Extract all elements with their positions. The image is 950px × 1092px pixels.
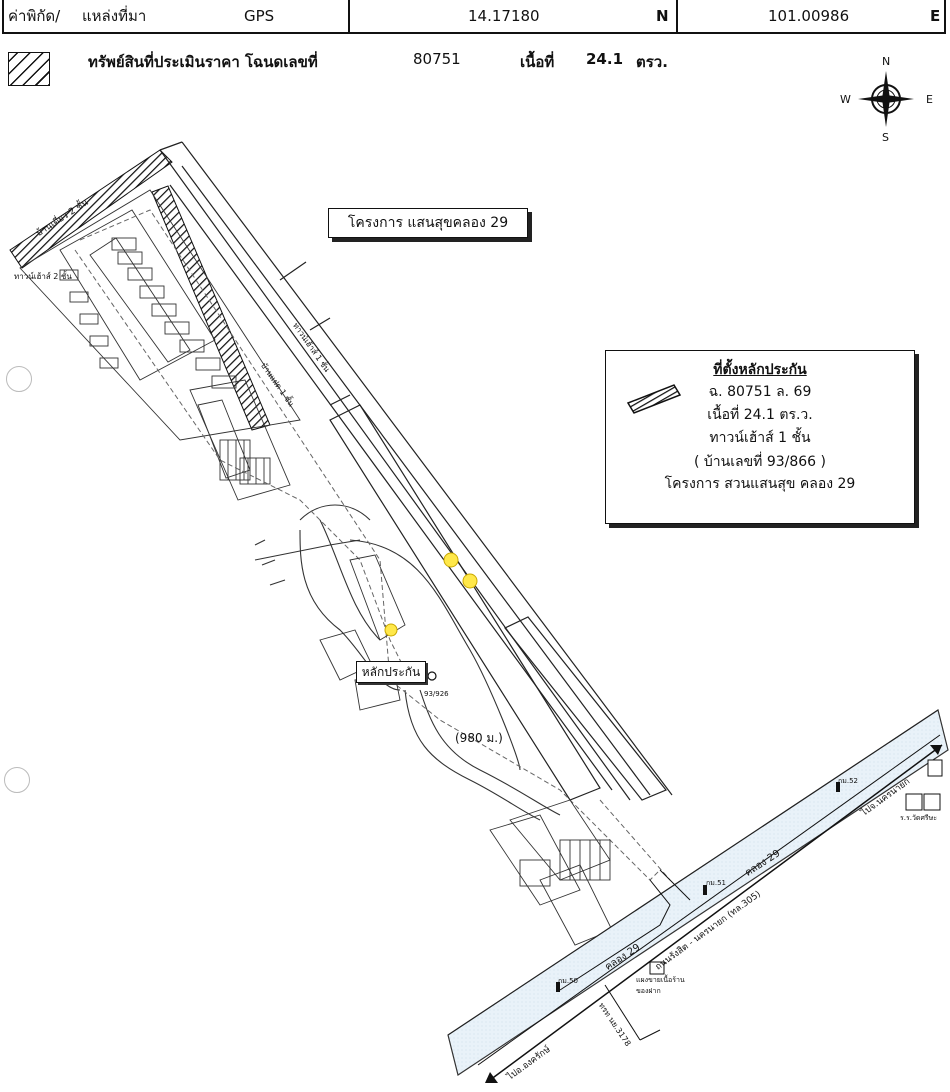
km-51-label: กม.51 (706, 879, 726, 887)
house-number-label: 93/926 (424, 690, 449, 698)
longitude-direction: E (930, 7, 941, 25)
area-value: 24.1 (586, 50, 624, 68)
shop-label: แผงขายเนื้อร้านของฝาก (636, 976, 685, 995)
punch-hole-mark (6, 366, 32, 392)
road-strips (159, 141, 673, 801)
area-label: เนื้อที่ (520, 53, 555, 71)
divider (348, 0, 350, 32)
compass-east: E (926, 93, 933, 106)
info-type: ทาวน์เฮ้าส์ 1 ชั้น (709, 430, 811, 446)
info-house-number: ( บ้านเลขที่ 93/866 ) (693, 454, 826, 470)
legend-text: ทรัพย์สินที่ประเมินราคา โฉนดเลขที่ (88, 53, 318, 71)
longitude-value: 101.00986 (768, 7, 850, 25)
collateral-pin-label: หลักประกัน (356, 661, 426, 683)
punch-hole-mark (4, 767, 30, 793)
canal (447, 709, 949, 1076)
collateral-info-box: ที่ตั้งหลักประกัน ฉ. 80751 ล. 69 เนื้อที… (605, 350, 915, 524)
coord-label: ค่าพิกัด/ (8, 7, 61, 25)
divider (676, 0, 678, 32)
info-project: โครงการ สวนแสนสุข คลอง 29 (664, 476, 856, 492)
landmark-buildings (649, 759, 943, 975)
school-label: ร.ร.วัดศรีษะ (900, 814, 938, 822)
junction-road (559, 869, 691, 991)
area-unit: ตรว. (636, 53, 668, 71)
latitude-value: 14.17180 (468, 7, 540, 25)
km-markers (556, 782, 840, 992)
coordinate-header: ค่าพิกัด/ แหล่งที่มา GPS 14.17180 N 101.… (2, 0, 946, 34)
project-boundary (74, 209, 671, 881)
info-deed: ฉ. 80751 ล. 69 (708, 384, 812, 400)
km-50-label: กม.50 (558, 977, 578, 985)
compass-south: S (882, 131, 889, 144)
compass-rose: N S E W (838, 52, 938, 147)
latitude-direction: N (656, 7, 669, 25)
legend-row: ทรัพย์สินที่ประเมินราคา โฉนดเลขที่ 80751… (0, 40, 950, 90)
info-title: ที่ตั้งหลักประกัน (713, 362, 807, 378)
side-label: ทาวน์เฮ้าส์ 2 ชั้น (14, 272, 72, 281)
km-52-label: กม.52 (838, 777, 858, 785)
compass-north: N (882, 55, 891, 68)
project-title: โครงการ แสนสุขคลอง 29 (328, 208, 528, 238)
source-label: แหล่งที่มา (82, 7, 147, 25)
hatched-parcel-icon (626, 384, 682, 414)
main-road (477, 734, 943, 1083)
hatch-legend-icon (8, 52, 50, 86)
compass-icon (858, 71, 914, 127)
compass-west: W (840, 93, 851, 106)
yellow-markers (384, 552, 478, 637)
info-area: เนื้อที่ 24.1 ตร.ว. (707, 407, 813, 423)
house-blocks (19, 189, 301, 501)
source-value: GPS (244, 7, 275, 25)
deed-number: 80751 (413, 50, 461, 68)
inner-streets (254, 504, 561, 821)
distance-label: (980 ม.) (455, 731, 503, 745)
lower-blocks (319, 554, 613, 946)
